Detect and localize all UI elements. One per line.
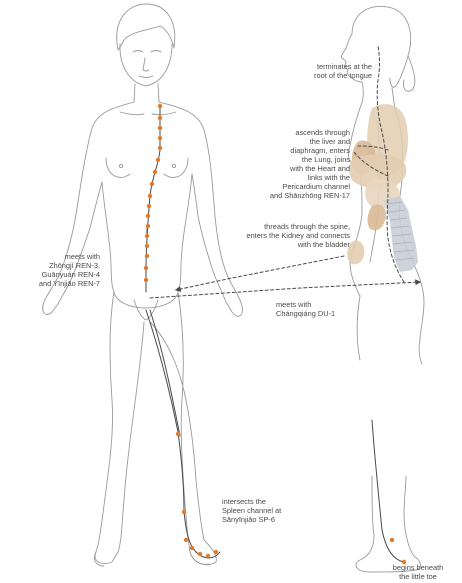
front-left-leg — [94, 291, 145, 564]
acupoint — [197, 551, 203, 557]
acupoint — [147, 193, 153, 199]
point-sp-6 — [181, 509, 187, 515]
acupoint — [152, 169, 158, 175]
point-toe-start — [401, 559, 407, 565]
vertebrae — [387, 201, 415, 261]
side-figure — [341, 5, 425, 573]
point-ren-3 — [143, 277, 149, 283]
point-ren-7 — [144, 253, 150, 259]
acupoint — [144, 233, 150, 239]
front-figure — [42, 3, 243, 567]
acupoint — [183, 537, 189, 543]
front-channel-leg-2 — [149, 309, 181, 437]
label-spine: threads through the spine, enters the Ki… — [246, 222, 350, 249]
spine-shape — [384, 196, 418, 272]
label-toe: begins beneath the little toe — [392, 563, 444, 581]
side-channel-lung-branch — [353, 151, 389, 177]
front-right-arm — [158, 101, 243, 317]
acupoint — [189, 545, 195, 551]
point-lower-leg — [175, 431, 181, 437]
acupoint — [157, 135, 163, 141]
front-torso — [101, 173, 193, 293]
acupoint — [146, 203, 152, 209]
side-leg — [356, 295, 423, 365]
acupoint — [145, 223, 151, 229]
acupoint — [155, 157, 161, 163]
acupoint — [157, 115, 163, 121]
front-right-leg — [149, 291, 217, 566]
acupoint — [149, 181, 155, 187]
side-torso-front — [347, 107, 363, 297]
acupoint — [144, 243, 150, 249]
label-meets-du: meets with Chángqiáng DU-1 — [276, 300, 336, 318]
side-face — [341, 33, 363, 83]
front-channel-torso — [145, 103, 161, 293]
side-channel-leg — [371, 419, 405, 563]
connector-to-du — [149, 279, 422, 299]
side-channel-heart-branch — [357, 145, 389, 151]
front-face — [119, 43, 173, 87]
front-hair — [116, 3, 176, 51]
acupoint — [213, 549, 219, 555]
side-foot — [355, 475, 421, 573]
side-channel-internal — [376, 45, 405, 283]
bladder-organ — [347, 240, 365, 265]
acupoint — [205, 553, 211, 559]
acupoint — [145, 213, 151, 219]
acupoint — [157, 145, 163, 151]
label-tongue: terminates at the root of the tongue — [314, 62, 372, 80]
organs — [347, 104, 418, 272]
label-spleen: intersects the Spleen channel at Sānyīnj… — [222, 497, 282, 524]
label-ascends: ascends through the liver and diaphragm,… — [269, 128, 350, 200]
acupoints — [143, 103, 407, 565]
connector-to-ren — [174, 255, 345, 292]
kidney-organ — [367, 204, 386, 231]
point-ren-4 — [143, 265, 149, 271]
point-ren-17 — [157, 103, 163, 109]
front-left-arm — [42, 101, 135, 315]
acupoint — [389, 537, 395, 543]
acupoint — [157, 125, 163, 131]
label-meets-ren: meets with Zhōngjí REN-3, Guānyuán REN-4… — [38, 252, 100, 288]
